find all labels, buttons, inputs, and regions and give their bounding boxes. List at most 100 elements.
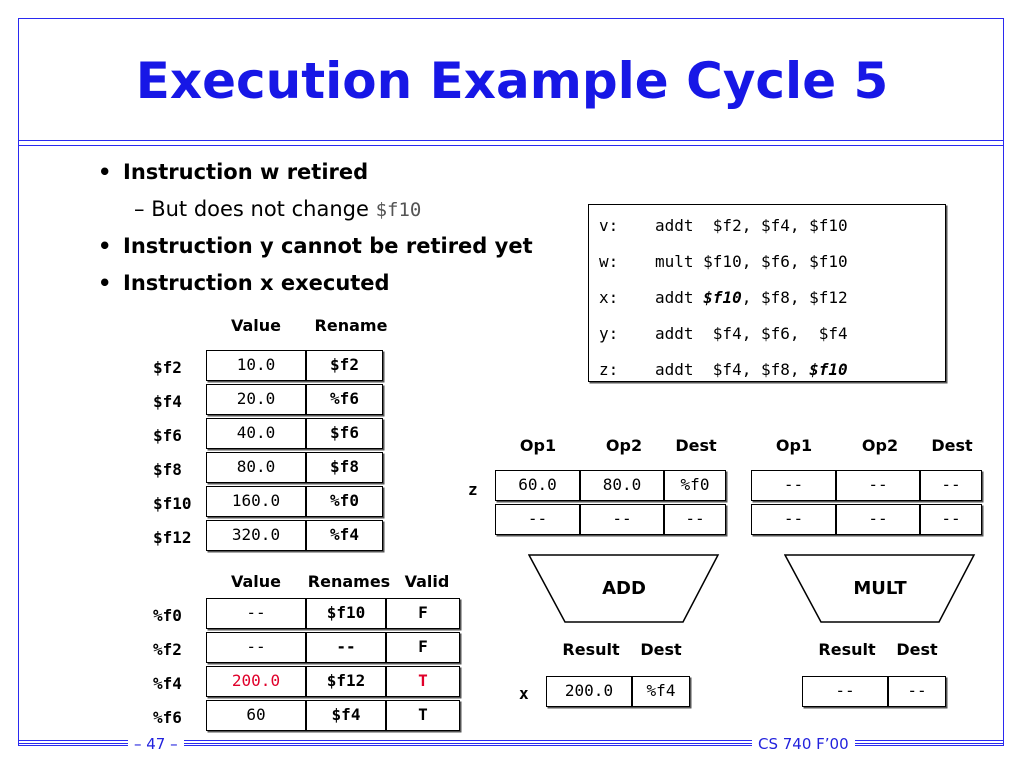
bullet-text: Instruction x executed (123, 271, 390, 295)
code-emphasis: $f10 (703, 288, 742, 307)
regfile-row-label: $f2 (153, 358, 182, 377)
code-label: w: (599, 252, 619, 271)
regfile-rename-cell: $f6 (306, 418, 383, 449)
renamefile-value-cell: -- (206, 632, 306, 663)
renamefile-valid-cell: T (386, 666, 460, 697)
mult-op2-cell: -- (836, 504, 920, 535)
regfile-value-cell: 20.0 (206, 384, 306, 415)
bullet-icon: • (98, 234, 112, 258)
renamefile-valid-cell: F (386, 598, 460, 629)
renamefile-renames-cell: -- (306, 632, 386, 663)
add-result-cell: 200.0 (546, 676, 632, 707)
bullet-icon: • (98, 160, 112, 184)
mult-result-cell: -- (802, 676, 888, 707)
mult-header-result-dest: Dest (896, 640, 938, 659)
code-line: v: addt $f2, $f4, $f10 (599, 211, 945, 247)
add-op2-cell: -- (580, 504, 664, 535)
mult-unit-name: MULT (853, 578, 907, 599)
regfile-value-cell: 320.0 (206, 520, 306, 551)
code-line: z:addt $f4, $f8, $f10 (599, 355, 945, 391)
code-text: addt (655, 288, 704, 307)
regfile-rename-cell: %f4 (306, 520, 383, 551)
register-name: $f10 (375, 199, 422, 221)
mult-unit-shape (784, 554, 976, 623)
renamefile-row-label: %f2 (153, 640, 182, 659)
regfile-value-cell: 80.0 (206, 452, 306, 483)
slide-frame (18, 18, 1004, 746)
regfile-header-rename: Rename (314, 316, 388, 335)
code-text: , $f8, $f12 (741, 288, 848, 307)
renamefile-value-cell: -- (206, 598, 306, 629)
add-unit-shape (528, 554, 720, 623)
renamefile-renames-cell: $f12 (306, 666, 386, 697)
add-result-label: x (519, 684, 529, 703)
mult-op2-cell: -- (836, 470, 920, 501)
add-result-dest-cell: %f4 (632, 676, 690, 707)
add-unit-name: ADD (602, 578, 646, 599)
mult-header-dest: Dest (931, 436, 973, 455)
add-op1-cell: 60.0 (495, 470, 580, 501)
bullet-item: • Instruction w retired (98, 156, 533, 193)
add-op2-cell: 80.0 (580, 470, 664, 501)
instruction-box: v: addt $f2, $f4, $f10 w: mult $f10, $f6, … (588, 204, 946, 382)
sub-bullet-item: – But does not change $f10 (98, 193, 533, 230)
code-label: y: (599, 324, 619, 343)
bullet-text: Instruction y cannot be retired yet (123, 234, 533, 258)
renamefile-valid-cell: F (386, 632, 460, 663)
add-header-dest: Dest (675, 436, 717, 455)
mult-header-op2: Op2 (861, 436, 899, 455)
regfile-rename-cell: %f6 (306, 384, 383, 415)
renamefile-header-renames: Renames (307, 572, 391, 591)
mult-header-result: Result (818, 640, 876, 659)
renamefile-renames-cell: $f4 (306, 700, 386, 731)
renamefile-header-valid: Valid (404, 572, 450, 591)
sub-bullet-text: But does not change (151, 197, 376, 221)
add-header-op2: Op2 (605, 436, 643, 455)
code-line: y: addt $f4, $f6, $f4 (599, 319, 945, 355)
add-op1-cell: -- (495, 504, 580, 535)
regfile-row-label: $f8 (153, 460, 182, 479)
regfile-rename-cell: $f2 (306, 350, 383, 381)
regfile-row-label: $f12 (153, 528, 192, 547)
regfile-value-cell: 40.0 (206, 418, 306, 449)
mult-header-op1: Op1 (775, 436, 813, 455)
mult-op1-cell: -- (751, 504, 836, 535)
regfile-row-label: $f4 (153, 392, 182, 411)
add-station-label: z (468, 480, 478, 499)
mult-result-dest-cell: -- (888, 676, 946, 707)
regfile-row-label: $f10 (153, 494, 192, 513)
bullet-icon: • (98, 271, 112, 295)
code-text: addt $f4, $f6, $f4 (655, 324, 848, 343)
code-text: mult $f10, $f6, $f10 (655, 252, 848, 271)
renamefile-header-value: Value (230, 572, 282, 591)
regfile-rename-cell: $f8 (306, 452, 383, 483)
page-number: – 47 – (128, 735, 184, 753)
renamefile-value-cell: 60 (206, 700, 306, 731)
slide-title: Execution Example Cycle 5 (135, 52, 889, 110)
renamefile-row-label: %f6 (153, 708, 182, 727)
code-label: x: (599, 288, 619, 307)
mult-op1-cell: -- (751, 470, 836, 501)
renamefile-value-cell: 200.0 (206, 666, 306, 697)
code-label: z: (599, 360, 619, 379)
code-line: w: mult $f10, $f6, $f10 (599, 247, 945, 283)
code-text: addt $f4, $f8, (655, 360, 810, 379)
code-label: v: (599, 216, 619, 235)
mult-dest-cell: -- (920, 504, 982, 535)
regfile-rename-cell: %f0 (306, 486, 383, 517)
bullet-list: • Instruction w retired – But does not ch… (98, 156, 533, 304)
bullet-text: Instruction w retired (123, 160, 369, 184)
renamefile-row-label: %f4 (153, 674, 182, 693)
renamefile-valid-cell: T (386, 700, 460, 731)
code-line: x: addt $f10, $f8, $f12 (599, 283, 945, 319)
bullet-item: • Instruction y cannot be retired yet (98, 230, 533, 267)
code-text: addt $f2, $f4, $f10 (655, 216, 848, 235)
dash-icon: – (134, 197, 152, 221)
add-dest-cell: %f0 (664, 470, 726, 501)
add-header-result: Result (562, 640, 620, 659)
course-label: CS 740 F’00 (752, 735, 855, 753)
regfile-row-label: $f6 (153, 426, 182, 445)
mult-dest-cell: -- (920, 470, 982, 501)
renamefile-renames-cell: $f10 (306, 598, 386, 629)
title-rule (18, 140, 1004, 141)
